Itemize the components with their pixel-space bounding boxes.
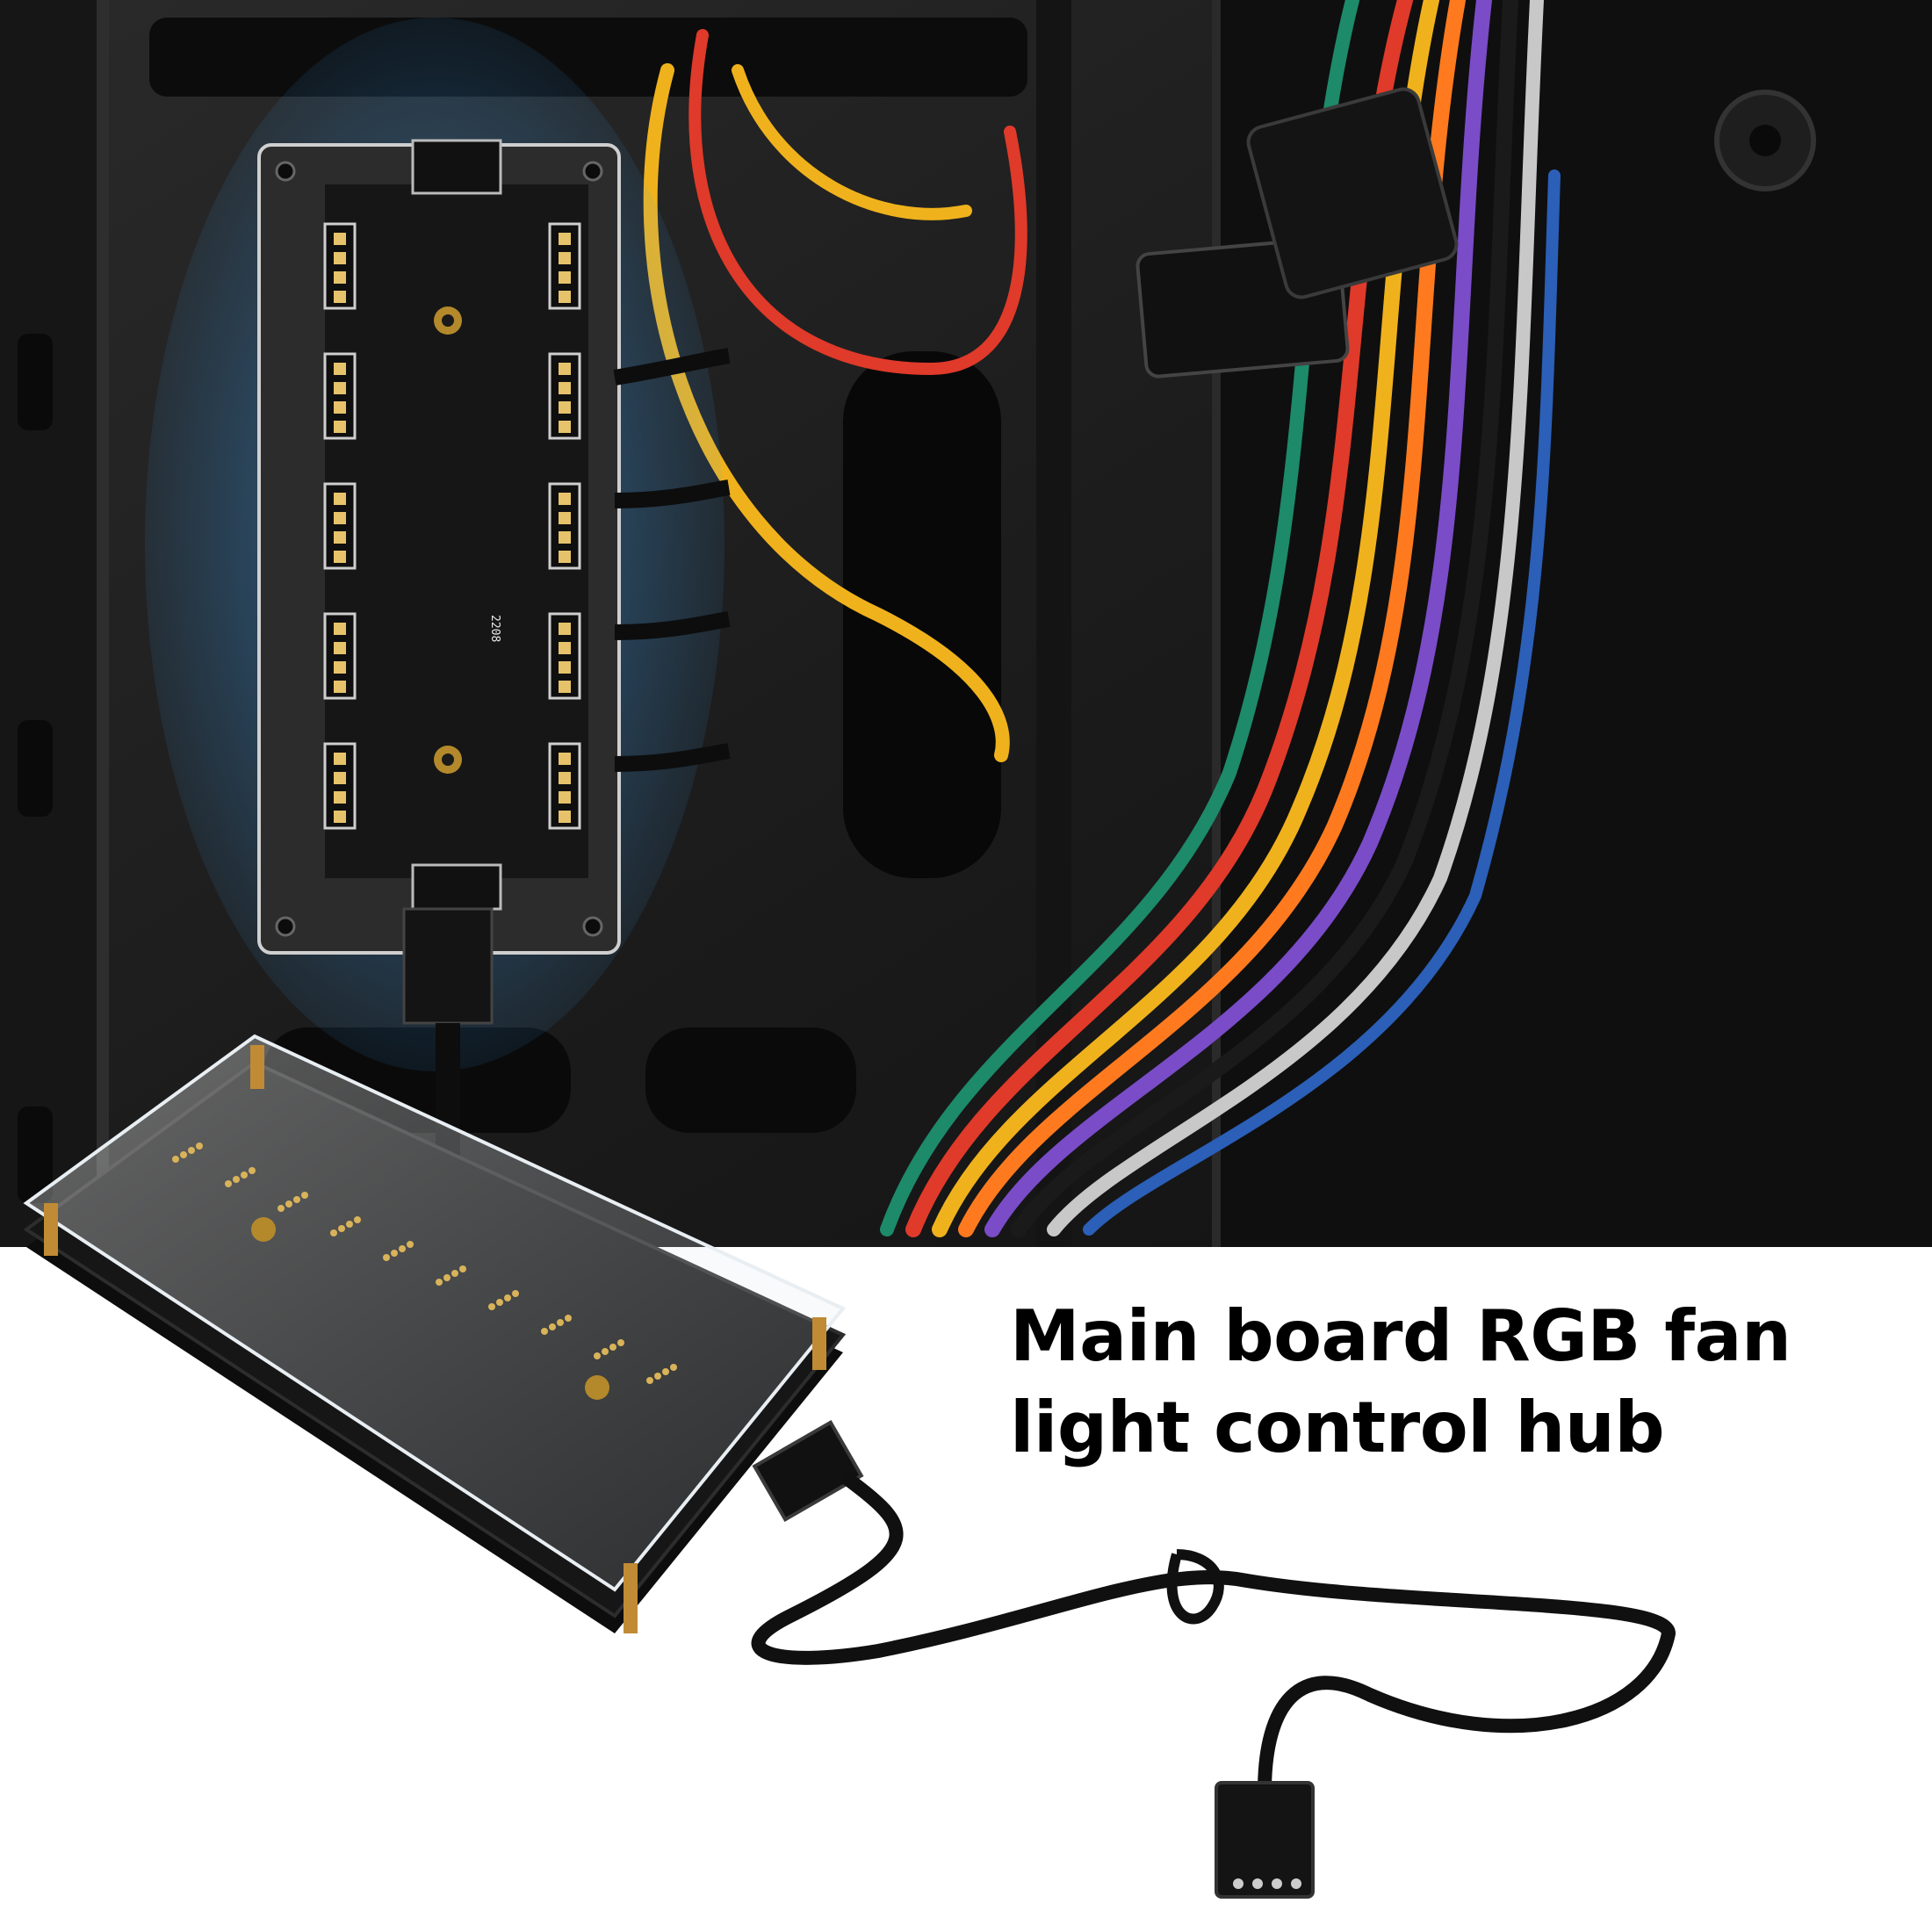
acrylic-hub-pin [496, 1299, 503, 1306]
header-pin [559, 551, 571, 563]
acrylic-hub-pin [354, 1216, 361, 1223]
header-pin [334, 291, 346, 303]
acrylic-hub-pin [662, 1368, 669, 1375]
acrylic-hub-pin [602, 1348, 609, 1355]
acrylic-hub-pin [285, 1200, 292, 1208]
header-pin [334, 252, 346, 264]
acrylic-hub-pin [383, 1254, 390, 1261]
header-pin [334, 401, 346, 414]
acrylic-hub-pin [512, 1290, 519, 1297]
board-model-text: 2208 [488, 615, 501, 642]
caption-line-1: Main board RGB fan [1010, 1295, 1791, 1377]
acrylic-hub-pin [557, 1319, 564, 1326]
header-pin [559, 512, 571, 524]
header-pin [559, 252, 571, 264]
acrylic-hub-pin [346, 1221, 353, 1228]
acrylic-hub-pin [233, 1176, 240, 1183]
acrylic-hub-pin [541, 1328, 548, 1335]
header-pin [559, 233, 571, 245]
acrylic-hub-pin [407, 1241, 414, 1248]
acrylic-hub-pin [196, 1143, 203, 1150]
header-pin [559, 811, 571, 823]
header-pin [559, 681, 571, 693]
acrylic-hub-pin [293, 1196, 300, 1203]
header-pin [559, 401, 571, 414]
acrylic-hub-pin [391, 1250, 398, 1257]
header-pin [334, 753, 346, 765]
header-pin [559, 382, 571, 394]
header-pin [559, 421, 571, 433]
header-pin [334, 531, 346, 544]
header-pin [334, 772, 346, 784]
acrylic-hub-pin [249, 1167, 256, 1174]
header-pin [334, 512, 346, 524]
header-pin [559, 291, 571, 303]
psu-connectors [1135, 87, 1459, 378]
acrylic-hub-pin [172, 1156, 179, 1163]
acrylic-hub-pin [180, 1151, 187, 1158]
acrylic-hub-pin [609, 1344, 616, 1351]
acrylic-hub-pin [399, 1245, 406, 1252]
acrylic-hub-pin [338, 1225, 345, 1232]
header-pin [559, 772, 571, 784]
header-pin [334, 233, 346, 245]
header-pin [559, 363, 571, 375]
acrylic-hub-pin [436, 1279, 443, 1286]
header-pin [559, 753, 571, 765]
header-pin [334, 551, 346, 563]
header-pin [559, 493, 571, 505]
header-pin [559, 531, 571, 544]
header-pin [559, 661, 571, 674]
acrylic-hub-pin [617, 1339, 624, 1346]
acrylic-hub-pin [241, 1171, 248, 1179]
acrylic-hub-pin [646, 1377, 653, 1384]
header-pin [334, 363, 346, 375]
acrylic-hub-pin [549, 1323, 556, 1330]
acrylic-hub-pin [225, 1180, 232, 1187]
acrylic-hub-pin [451, 1270, 458, 1277]
acrylic-hub-pin [594, 1352, 601, 1359]
header-pin [334, 271, 346, 284]
header-pin [559, 642, 571, 654]
header-pin [334, 791, 346, 804]
acrylic-hub-pin [188, 1147, 195, 1154]
header-pin [334, 421, 346, 433]
header-pin [334, 493, 346, 505]
header-pin [334, 661, 346, 674]
acrylic-hub-pin [488, 1303, 495, 1310]
acrylic-hub-pin [565, 1315, 572, 1322]
product-caption: Main board RGB fan light control hub [1010, 1291, 1888, 1474]
header-pin [334, 681, 346, 693]
acrylic-hub-pin [301, 1192, 308, 1199]
acrylic-hub-pin [504, 1294, 511, 1301]
header-pin [334, 642, 346, 654]
installed-hub: 2208 [257, 139, 731, 1159]
acrylic-hub-pin [443, 1274, 451, 1281]
header-pin [334, 623, 346, 635]
header-pin [559, 791, 571, 804]
header-pin [334, 382, 346, 394]
header-pin [559, 271, 571, 284]
acrylic-hub-pin [459, 1265, 466, 1272]
acrylic-hub-pin [654, 1373, 661, 1380]
header-pin [559, 623, 571, 635]
caption-line-2: light control hub [1010, 1387, 1665, 1468]
acrylic-hub-pin [330, 1229, 337, 1236]
acrylic-hub-pin [670, 1364, 677, 1371]
hub-with-acrylic-cover [23, 1034, 1676, 1899]
acrylic-hub-pin [278, 1205, 285, 1212]
header-pin [334, 811, 346, 823]
